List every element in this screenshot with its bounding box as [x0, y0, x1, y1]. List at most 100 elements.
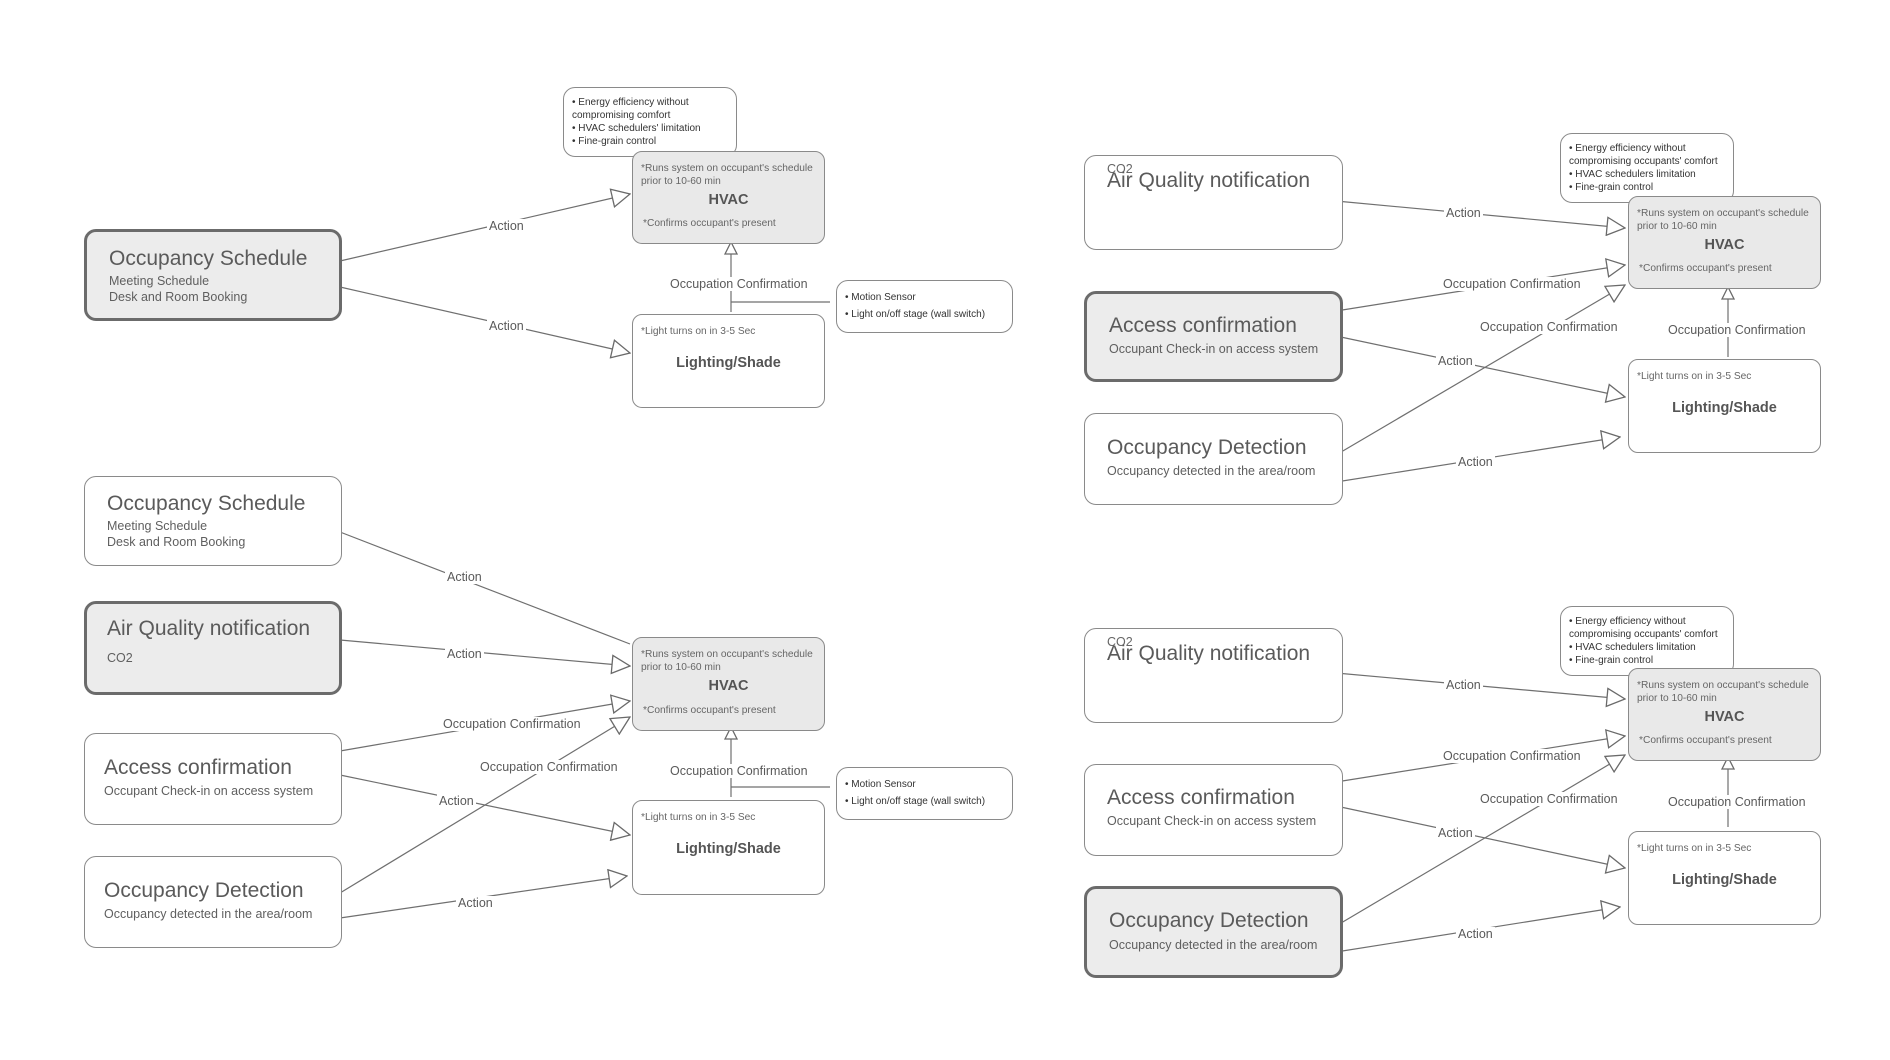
- hvac-schedule-note: *Runs system on occupant's schedule prio…: [1637, 208, 1809, 232]
- lighting-note: *Light turns on in 3-5 Sec: [1637, 371, 1752, 382]
- benefit-item: • Fine-grain control: [1569, 655, 1654, 666]
- benefit-item: • Fine-grain control: [572, 136, 657, 147]
- access-confirmation-title: Access confirmation: [104, 756, 292, 779]
- lighting-box: *Light turns on in 3-5 Sec Lighting/Shad…: [632, 800, 825, 895]
- hvac-schedule-note: *Runs system on occupant's schedule prio…: [1637, 680, 1809, 704]
- occupation-confirmation-label: Occupation Confirmation: [668, 277, 810, 291]
- hvac-title: HVAC: [708, 192, 749, 208]
- benefit-item: compromising occupants' comfort: [1569, 629, 1718, 640]
- occupancy-detection-title: Occupancy Detection: [1107, 436, 1307, 459]
- benefit-item: compromising occupants' comfort: [1569, 156, 1718, 167]
- air-quality-box: Air Quality notification CO2: [84, 601, 342, 695]
- access-confirmation-title: Access confirmation: [1107, 786, 1295, 809]
- hvac-box: *Runs system on occupant's schedule prio…: [1628, 668, 1821, 761]
- occupancy-detection-box: Occupancy Detection Occupancy detected i…: [1084, 886, 1343, 978]
- action-label: Action: [437, 794, 476, 808]
- co2-text: CO2: [1107, 635, 1133, 649]
- hvac-title: HVAC: [708, 678, 749, 694]
- lighting-note: *Light turns on in 3-5 Sec: [641, 326, 756, 337]
- sensor-item: • Motion Sensor: [845, 292, 916, 303]
- hvac-title: HVAC: [1704, 237, 1745, 253]
- access-confirmation-box: Access confirmation Occupant Check-in on…: [1084, 291, 1343, 382]
- sensor-item: • Motion Sensor: [845, 779, 916, 790]
- occupancy-schedule-box: Occupancy Schedule Meeting Schedule Desk…: [84, 476, 342, 566]
- occupation-confirmation-label: Occupation Confirmation: [1478, 320, 1620, 334]
- action-label: Action: [1456, 927, 1495, 941]
- action-label: Action: [1456, 455, 1495, 469]
- edge-d3-access-lighting: [1335, 335, 1625, 397]
- air-quality-title: Air Quality notification: [107, 617, 311, 640]
- occupancy-detection-box: Occupancy Detection Occupancy detected i…: [1084, 413, 1343, 505]
- lighting-box: *Light turns on in 3-5 Sec Lighting/Shad…: [1628, 831, 1821, 925]
- desk-booking-text: Desk and Room Booking: [109, 290, 248, 304]
- hvac-confirm-note: *Confirms occupant's present: [643, 705, 776, 716]
- benefit-item: compromising comfort: [572, 110, 671, 121]
- hvac-box: *Runs system on occupant's schedule prio…: [632, 151, 825, 244]
- occupation-confirmation-label: Occupation Confirmation: [1666, 323, 1808, 337]
- access-confirmation-sub: Occupant Check-in on access system: [1107, 814, 1317, 828]
- occupation-confirmation-label: Occupation Confirmation: [441, 717, 583, 731]
- hvac-confirm-note: *Confirms occupant's present: [1639, 735, 1772, 746]
- desk-booking-text: Desk and Room Booking: [107, 535, 246, 549]
- occupancy-detection-sub: Occupancy detected in the area/room: [1109, 938, 1318, 952]
- access-confirmation-box: Access confirmation Occupant Check-in on…: [1084, 764, 1343, 856]
- access-confirmation-box: Access confirmation Occupant Check-in on…: [84, 733, 342, 825]
- lighting-note: *Light turns on in 3-5 Sec: [1637, 843, 1752, 854]
- hvac-schedule-note: *Runs system on occupant's schedule prio…: [641, 163, 813, 187]
- action-label: Action: [1436, 354, 1475, 368]
- sensor-item: • Light on/off stage (wall switch): [845, 309, 986, 320]
- action-label: Action: [487, 219, 526, 233]
- air-quality-title: Air Quality notification: [1107, 169, 1311, 192]
- occupation-confirmation-label: Occupation Confirmation: [1441, 277, 1583, 291]
- action-label: Action: [1436, 826, 1475, 840]
- sensor-item: • Light on/off stage (wall switch): [845, 796, 986, 807]
- lighting-title: Lighting/Shade: [676, 355, 781, 371]
- occupancy-detection-sub: Occupancy detected in the area/room: [1107, 464, 1316, 478]
- benefit-item: • HVAC schedulers limitation: [1569, 169, 1696, 180]
- air-quality-box: CO2 Air Quality notification: [1084, 628, 1343, 723]
- action-label: Action: [1444, 206, 1483, 220]
- access-confirmation-title: Access confirmation: [1109, 314, 1297, 337]
- air-quality-title: Air Quality notification: [1107, 642, 1311, 665]
- hvac-box: *Runs system on occupant's schedule prio…: [1628, 196, 1821, 289]
- occupancy-schedule-box: Occupancy Schedule Meeting Schedule Desk…: [84, 229, 342, 321]
- edge-d4-detection-hvac: [1335, 755, 1625, 927]
- occupancy-schedule-title: Occupancy Schedule: [109, 247, 308, 270]
- edge-d1-schedule-lighting: [339, 286, 630, 353]
- occupation-confirmation-label: Occupation Confirmation: [668, 764, 810, 778]
- action-label: Action: [456, 896, 495, 910]
- hvac-confirm-note: *Confirms occupant's present: [1639, 263, 1772, 274]
- co2-text: CO2: [107, 651, 133, 665]
- edge-d2-schedule-hvac: [339, 531, 631, 645]
- action-label: Action: [1444, 678, 1483, 692]
- occupancy-detection-sub: Occupancy detected in the area/room: [104, 907, 313, 921]
- occupancy-detection-title: Occupancy Detection: [1109, 909, 1309, 932]
- benefits-note: • Energy efficiency without compromising…: [1560, 133, 1734, 203]
- edge-d2-detection-hvac: [339, 717, 630, 894]
- meeting-schedule-text: Meeting Schedule: [109, 274, 210, 288]
- edge-d1-schedule-hvac: [339, 194, 630, 262]
- benefit-item: • Energy efficiency without: [572, 97, 689, 108]
- lighting-title: Lighting/Shade: [676, 841, 781, 857]
- occupation-confirmation-label: Occupation Confirmation: [478, 760, 620, 774]
- benefit-item: • HVAC schedulers limitation: [1569, 642, 1696, 653]
- benefit-item: • Energy efficiency without: [1569, 143, 1686, 154]
- lighting-box: *Light turns on in 3-5 Sec Lighting/Shad…: [1628, 359, 1821, 453]
- lighting-title: Lighting/Shade: [1672, 400, 1777, 416]
- hvac-schedule-note: *Runs system on occupant's schedule prio…: [641, 649, 813, 673]
- hvac-title: HVAC: [1704, 709, 1745, 725]
- hvac-box: *Runs system on occupant's schedule prio…: [632, 637, 825, 731]
- edge-d3-detection-hvac: [1335, 285, 1625, 456]
- co2-text: CO2: [1107, 162, 1133, 176]
- meeting-schedule-text: Meeting Schedule: [107, 519, 208, 533]
- access-confirmation-sub: Occupant Check-in on access system: [104, 784, 314, 798]
- lighting-box: *Light turns on in 3-5 Sec Lighting/Shad…: [632, 314, 825, 408]
- occupancy-detection-title: Occupancy Detection: [104, 879, 304, 902]
- action-label: Action: [487, 319, 526, 333]
- action-label: Action: [445, 647, 484, 661]
- lighting-note: *Light turns on in 3-5 Sec: [641, 812, 756, 823]
- sensor-note: • Motion Sensor • Light on/off stage (wa…: [836, 767, 1013, 820]
- edge-d2-air-hvac: [339, 639, 630, 666]
- access-confirmation-sub: Occupant Check-in on access system: [1109, 342, 1319, 356]
- occupation-confirmation-label: Occupation Confirmation: [1478, 792, 1620, 806]
